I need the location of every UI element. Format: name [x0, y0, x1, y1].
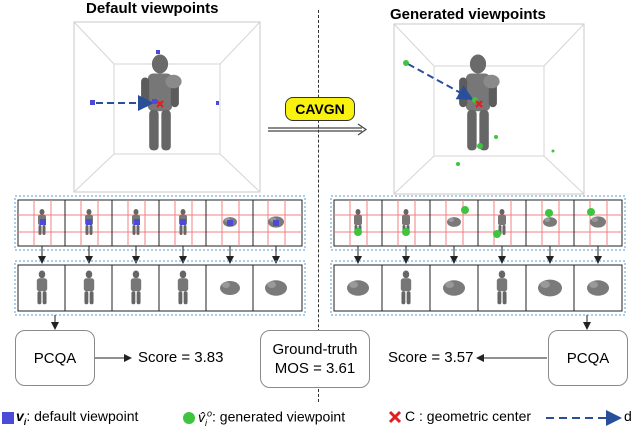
center-divider	[318, 10, 319, 402]
left-view-strip-bottom	[14, 260, 306, 316]
legend-distance: d	[624, 408, 632, 424]
left-viewpoint-room	[73, 21, 261, 193]
right-viewpoint-room	[393, 23, 585, 195]
legend-default-text: : default viewpoint	[26, 408, 139, 424]
blue-square-icon	[2, 412, 14, 424]
legend: vi: default viewpoint v̂io: generated vi…	[0, 404, 640, 428]
cavgn-label: CAVGN	[285, 97, 355, 121]
red-cross-icon	[388, 410, 402, 424]
legend-generated-text: : generated viewpoint	[212, 408, 346, 425]
ground-truth-box: Ground-truth MOS = 3.61	[260, 330, 370, 388]
left-view-strip-top	[14, 195, 306, 251]
left-pcqa-box: PCQA	[15, 330, 95, 386]
legend-generated-viewpoint: v̂io: generated viewpoint	[198, 408, 346, 428]
left-score: Score = 3.83	[138, 349, 224, 366]
mos-value: MOS = 3.61	[274, 360, 356, 377]
right-view-strip-bottom	[330, 260, 626, 316]
legend-center: C : geometric center	[405, 408, 532, 424]
left-strip-arrows	[38, 246, 280, 264]
ground-truth-label: Ground-truth	[272, 341, 358, 358]
generated-viewpoints-title: Generated viewpoints	[390, 6, 546, 23]
right-score: Score = 3.57	[388, 349, 474, 366]
right-view-strip-top	[330, 195, 626, 251]
legend-default-viewpoint: vi: default viewpoint	[16, 408, 139, 427]
right-pcqa-box: PCQA	[548, 330, 628, 386]
right-strip-arrows	[354, 246, 602, 264]
green-circle-icon	[183, 412, 195, 424]
default-viewpoints-title: Default viewpoints	[86, 0, 219, 17]
right-pcqa-label: PCQA	[566, 349, 610, 367]
left-pcqa-label: PCQA	[33, 349, 77, 367]
